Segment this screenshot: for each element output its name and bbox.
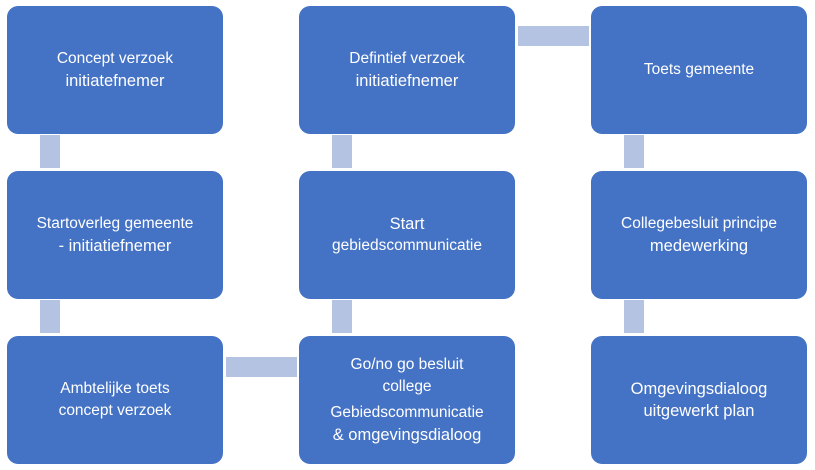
box-definitief-verzoek: Defintief verzoek initiatiefnemer <box>299 6 515 134</box>
box-label-line2: college <box>382 378 432 395</box>
box-startoverleg: Startoverleg gemeente - initiatiefnemer <box>7 171 223 299</box>
box-label-line1: Concept verzoek <box>56 50 174 67</box>
box-label-line1: Startoverleg gemeente <box>36 215 194 232</box>
box-label-line1: Collegebesluit principe <box>621 215 777 232</box>
box-label-line1: Omgevingsdialoog <box>630 380 768 398</box>
box-label-line2: concept verzoek <box>58 402 172 419</box>
box-label-line2: initiatiefnemer <box>355 72 459 90</box>
connector-definitief-to-toets <box>518 26 589 46</box>
connector-collegebesluit-to-omgevingsdialoog <box>624 300 644 333</box>
box-label-line2: gebiedscommunicatie <box>332 237 482 254</box>
box-start-gebiedscommunicatie: Start gebiedscommunicatie <box>299 171 515 299</box>
connector-startoverleg-to-ambtelijke <box>40 300 60 333</box>
box-label-line2: medewerking <box>649 237 749 255</box>
connector-gonogo-to-start <box>332 300 352 333</box>
connector-start-to-definitief <box>332 135 352 168</box>
box-label-line1: Toets gemeente <box>643 61 755 78</box>
box-label-line1: Go/no go besluit <box>350 356 464 373</box>
box-toets-gemeente: Toets gemeente <box>591 6 807 134</box>
box-label-line2: - initiatiefnemer <box>58 237 172 255</box>
box-concept-verzoek: Concept verzoek initiatefnemer <box>7 6 223 134</box>
box-omgevingsdialoog-plan: Omgevingsdialoog uitgewerkt plan <box>591 336 807 464</box>
connector-ambtelijke-to-gonogo <box>226 357 297 377</box>
box-label-line2: uitgewerkt plan <box>643 402 755 420</box>
box-label-line2: initiatefnemer <box>65 72 165 90</box>
box-label-line1: Defintief verzoek <box>349 50 465 67</box>
connector-concept-to-startoverleg <box>40 135 60 168</box>
box-go-no-go-besluit: Go/no go besluit college Gebiedscommunic… <box>299 336 515 464</box>
connector-toets-to-collegebesluit <box>624 135 644 168</box>
box-ambtelijke-toets: Ambtelijke toets concept verzoek <box>7 336 223 464</box>
box-label-line1: Start <box>389 215 425 233</box>
box-collegebesluit: Collegebesluit principe medewerking <box>591 171 807 299</box>
box-label-line3: Gebiedscommunicatie <box>330 404 484 421</box>
box-label-line1: Ambtelijke toets <box>60 380 170 397</box>
box-label-line4: & omgevingsdialoog <box>332 426 482 444</box>
